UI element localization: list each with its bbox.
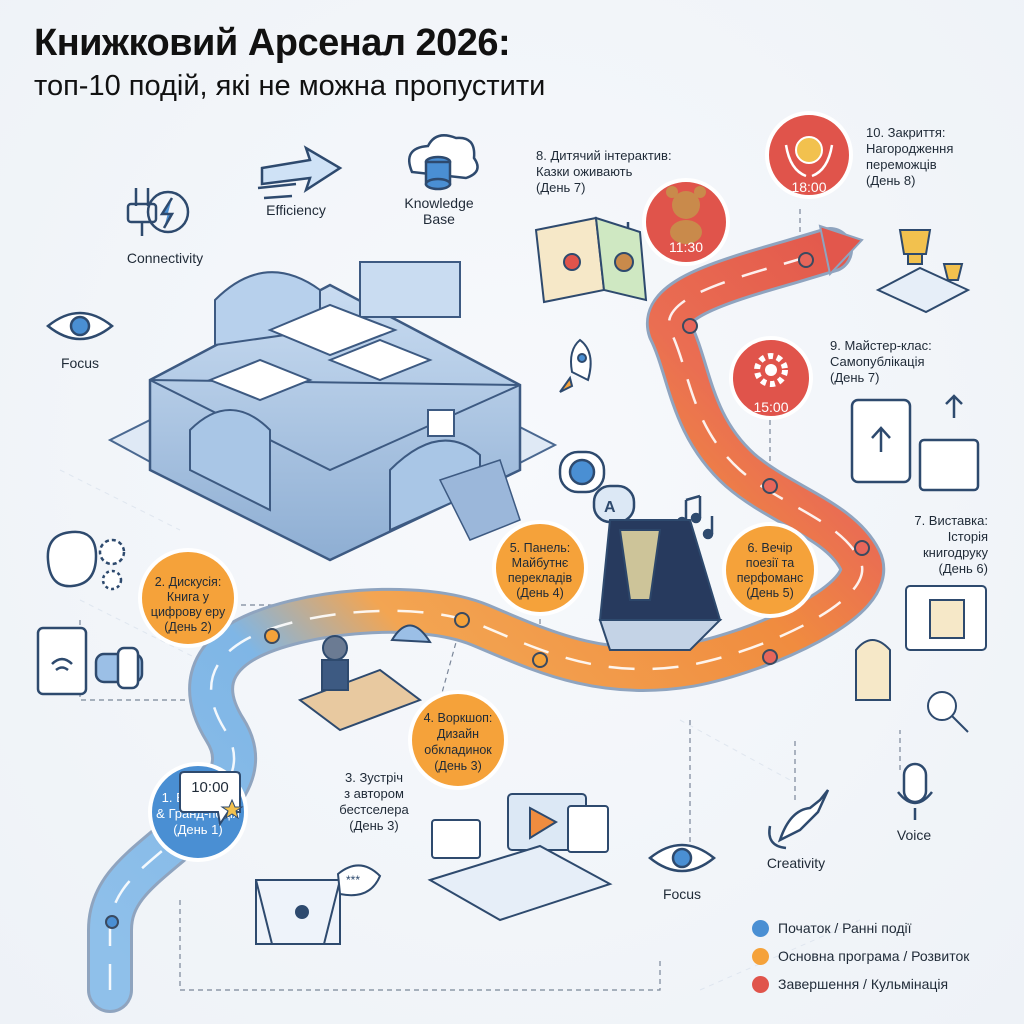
eye-icon <box>648 843 716 873</box>
event-2-line: (День 2) <box>164 620 212 634</box>
legend-label: Початок / Ранні події <box>778 920 912 936</box>
event-3-line: з автором <box>344 786 404 801</box>
event-4-line: обкладинок <box>424 743 492 757</box>
plug-lightning-icon <box>126 188 190 236</box>
event-5-line: Майбутнє <box>512 556 569 570</box>
upload-icon <box>850 394 980 492</box>
label-focus-left: Focus <box>61 355 99 371</box>
event-7-line: книгодруку <box>923 545 989 560</box>
legend-item-final: Завершення / Кульмінація <box>752 970 969 998</box>
page-subtitle: топ-10 подій, які не можна пропустити <box>34 70 546 102</box>
translate-globe-icon: A <box>558 450 636 524</box>
event-5-line: 5. Панель: <box>510 541 571 555</box>
vr-headset-icon <box>94 646 144 690</box>
legend-dot <box>752 975 769 993</box>
event-icon-circles <box>138 111 853 862</box>
event-8-line: (День 7) <box>536 180 586 195</box>
author-desk-illustration <box>297 624 432 732</box>
tablet-wifi-icon <box>36 626 88 696</box>
event-1-line: (День 1) <box>173 822 223 837</box>
arsenal-building-illustration <box>107 261 558 562</box>
event-6-line: (День 5) <box>746 586 794 600</box>
quill-hand-icon <box>768 789 830 850</box>
stage-spotlight-illustration <box>598 519 723 651</box>
label-base: Base <box>423 211 455 227</box>
workstation-illustration <box>427 793 613 922</box>
svg-text:***: *** <box>346 873 360 887</box>
microphone-icon <box>897 762 933 820</box>
label-knowledge: Knowledge <box>404 195 473 211</box>
event-8-line: Казки оживають <box>536 164 633 179</box>
rocket-icon <box>559 338 592 393</box>
page-title: Книжковий Арсенал 2026: <box>34 22 511 64</box>
storybook-illustration <box>534 216 648 304</box>
legend-label: Завершення / Кульмінація <box>778 976 949 992</box>
legend-item-early: Початок / Ранні події <box>752 914 969 942</box>
label-creativity: Creativity <box>767 855 825 871</box>
event-3-line: 3. Зустріч <box>345 770 403 785</box>
concept-labels: Connectivity Efficiency Knowledge Base F… <box>61 195 931 902</box>
time-badge-opening: 10:00 <box>179 771 244 827</box>
event-4-label: 4. Воркшоп: Дизайн обкладинок (День 3) <box>424 711 493 773</box>
scroll-monitor-illustration <box>855 585 987 733</box>
legend-item-main: Основна програма / Розвиток <box>752 942 969 970</box>
legend-label: Основна програма / Розвиток <box>778 948 970 964</box>
event-4-line: (День 3) <box>434 759 482 773</box>
event-7-line: Історія <box>948 529 988 544</box>
legend: Початок / Ранні події Основна програма /… <box>752 914 969 998</box>
legend-dot <box>752 919 769 937</box>
event-2-line: Книга у <box>167 590 210 604</box>
event-8-line: 8. Дитячий інтерактив: <box>536 148 672 163</box>
brain-gears-icon <box>46 530 126 591</box>
svg-text:A: A <box>604 499 616 516</box>
event-10-line: Нагородження <box>866 141 953 156</box>
label-connectivity: Connectivity <box>127 250 203 266</box>
event-6-line: перфоманс <box>737 571 804 585</box>
event-4-line: Дизайн <box>437 727 479 741</box>
event-9-label: 9. Майстер-клас:Самопублікація(День 7) <box>830 338 932 385</box>
event-8-time: 11:30 <box>669 239 703 255</box>
event-2-line: цифрову еру <box>151 605 226 619</box>
label-efficiency: Efficiency <box>266 202 326 218</box>
event-10-line: 10. Закриття: <box>866 125 946 140</box>
event-4-line: 4. Воркшоп: <box>424 711 493 725</box>
route-dots <box>105 252 870 929</box>
trophy-icon <box>875 229 971 314</box>
label-voice: Voice <box>897 827 931 843</box>
event-10-time: 18:00 <box>791 179 826 195</box>
time-badge-text: 10:00 <box>191 779 229 796</box>
event-3-line: бестселера <box>339 802 409 817</box>
event-3-line: (День 3) <box>349 818 399 833</box>
label-focus-bottom: Focus <box>663 886 701 902</box>
event-6-line: 6. Вечір <box>747 541 792 555</box>
cloud-database-icon <box>408 134 479 191</box>
event-10-line: переможців <box>866 157 937 172</box>
arrow-efficiency-icon <box>257 145 343 200</box>
event-9-line: 9. Майстер-клас: <box>830 338 932 353</box>
event-9-line: Самопублікація <box>830 354 925 369</box>
legend-dot <box>752 947 769 965</box>
event-9-time: 15:00 <box>753 399 788 415</box>
event-10-line: (День 8) <box>866 173 916 188</box>
event-9-line: (День 7) <box>830 370 880 385</box>
event-7-line: (День 6) <box>939 561 989 576</box>
event-5-line: (День 4) <box>516 586 564 600</box>
event-2-line: 2. Дискусія: <box>155 575 222 589</box>
event-7-line: 7. Виставка: <box>914 513 988 528</box>
event-6-line: поезії та <box>746 556 794 570</box>
event-8-label: 8. Дитячий інтерактив:Казки оживають(Ден… <box>536 148 672 195</box>
event-5-line: перекладів <box>508 571 573 585</box>
eye-icon <box>46 311 114 341</box>
theater-stage-illustration: *** <box>255 864 382 945</box>
